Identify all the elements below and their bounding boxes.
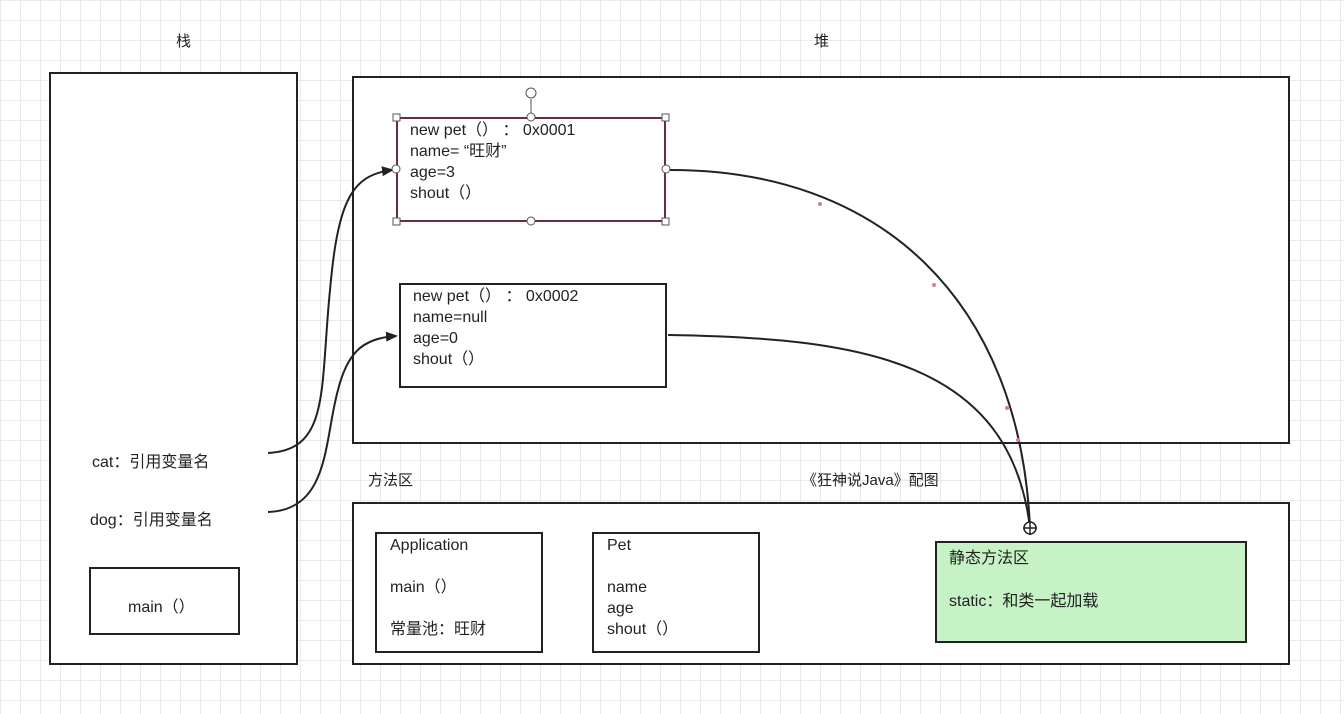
heap-object-0x0001-fields: new pet（） ： 0x0001 name= “旺财” age=3 shou… [410, 120, 575, 204]
pet-class-content: Pet name age shout（） [607, 535, 678, 640]
pet-class-title: Pet [607, 537, 632, 554]
object1-class-connector[interactable] [665, 168, 1031, 529]
connection-point-icon[interactable] [1023, 521, 1037, 535]
heap-object-0x0002-fields: new pet（） ： 0x0002 name=null age=0 shout… [413, 286, 578, 370]
object2-class-connector[interactable] [667, 334, 1031, 529]
application-constant-pool: 常量池：旺财 [390, 621, 487, 638]
object-header: new pet（） ： 0x0002 [413, 288, 579, 305]
static-method-area-title: 静态方法区 [949, 550, 1030, 567]
stack-region[interactable] [49, 72, 298, 665]
diagram-caption: 《狂神说Java》配图 [802, 472, 939, 489]
dog-reference-arrow[interactable] [267, 331, 398, 513]
object-header: new pet（） ： 0x0001 [410, 122, 576, 139]
object-field-age: age=3 [410, 164, 455, 181]
cat-reference-label[interactable]: cat：引用变量名 [92, 454, 210, 471]
static-method-area-text: static：和类一起加载 [949, 593, 1099, 610]
connector-waypoint [1016, 438, 1020, 442]
pet-field-age: age [607, 600, 634, 617]
pet-class-box[interactable]: Pet name age shout（） [592, 532, 760, 653]
connector-waypoint [818, 202, 822, 206]
static-method-area-box[interactable]: 静态方法区 static：和类一起加载 [935, 541, 1247, 643]
object-field-name: name=null [413, 309, 488, 326]
object-field-age: age=0 [413, 330, 458, 347]
connector-waypoint [932, 283, 936, 287]
selection-handles[interactable] [391, 87, 671, 226]
object-method-shout: shout（） [413, 351, 485, 368]
application-main-method: main（） [390, 579, 457, 596]
application-class-content: Application main（） 常量池：旺财 [390, 535, 486, 640]
cat-reference-arrow[interactable] [267, 166, 394, 454]
object-method-shout: shout（） [410, 185, 482, 202]
heap-object-0x0002[interactable]: new pet（） ： 0x0002 name=null age=0 shout… [399, 283, 667, 388]
main-frame-box[interactable]: main（） [89, 567, 240, 635]
application-class-box[interactable]: Application main（） 常量池：旺财 [375, 532, 543, 653]
heap-title: 堆 [814, 33, 830, 50]
main-frame-label: main（） [128, 599, 195, 616]
method-area-title: 方法区 [368, 472, 414, 489]
application-class-title: Application [390, 537, 469, 554]
dog-reference-label[interactable]: dog：引用变量名 [90, 512, 213, 529]
object-field-name: name= “旺财” [410, 143, 507, 160]
connector-waypoint [1005, 406, 1009, 410]
pet-field-name: name [607, 579, 648, 596]
pet-method-shout: shout（） [607, 621, 679, 638]
heap-object-0x0001[interactable]: new pet（） ： 0x0001 name= “旺财” age=3 shou… [396, 117, 666, 222]
stack-title: 栈 [176, 33, 192, 50]
